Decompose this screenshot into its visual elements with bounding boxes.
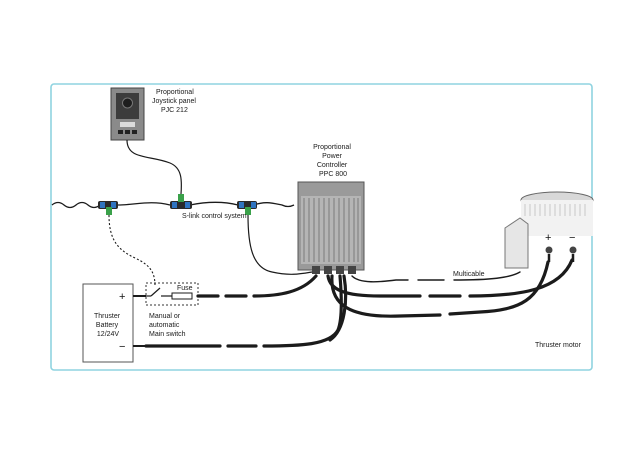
controller-label-line-1: Proportional	[313, 144, 351, 151]
battery-label: Thruster Battery 12/24V	[94, 313, 122, 338]
battery-label-line-3: 12/24V	[97, 331, 120, 338]
motor-plus-sign: +	[545, 232, 551, 244]
power-controller	[297, 181, 365, 274]
controller-label: Proportional Power Controller PPC 800	[313, 144, 353, 178]
joystick-knob-icon	[122, 97, 133, 109]
switch-label-line-3: Main switch	[149, 331, 186, 338]
motor-positive-terminal	[545, 246, 553, 254]
controller-label-line-2: Power	[322, 153, 343, 160]
motor-negative-terminal	[569, 246, 577, 254]
switch-control-dotted-line	[108, 214, 156, 287]
multicable-label: Multicable	[453, 271, 485, 278]
fuse-icon	[171, 292, 193, 300]
power-cables	[144, 258, 574, 348]
main-switch-symbol-icon	[146, 287, 168, 297]
tee-connector-left	[98, 201, 118, 215]
battery-label-line-2: Battery	[96, 322, 119, 329]
thruster-motor-label: Thruster motor	[535, 342, 582, 349]
switch-fuse-box	[145, 282, 199, 306]
joystick-label: Proportional Joystick panel PJC 212	[152, 89, 198, 114]
tee-connector-right	[237, 201, 257, 215]
controller-label-line-3: Controller	[317, 162, 348, 169]
joystick-panel	[110, 87, 145, 141]
thruster-motor	[504, 191, 594, 269]
joystick-label-line-1: Proportional	[156, 89, 194, 96]
battery-plus-sign: +	[119, 291, 125, 303]
joystick-label-line-2: Joystick panel	[152, 98, 196, 105]
switch-label-line-1: Manual or	[149, 313, 181, 320]
tee-connector-middle	[170, 194, 192, 209]
slink-backbone-cable	[51, 201, 295, 209]
watermark	[160, 345, 186, 380]
battery-minus-sign: −	[119, 341, 125, 353]
slink-label: S-link control system	[182, 213, 247, 220]
battery-label-line-1: Thruster	[94, 313, 121, 320]
joystick-cable	[126, 139, 182, 195]
controller-label-line-4: PPC 800	[319, 171, 347, 178]
motor-minus-sign: −	[569, 232, 575, 244]
controller-slink-cable	[247, 214, 313, 275]
thruster-battery	[82, 283, 134, 363]
switch-label-line-2: automatic	[149, 322, 180, 329]
fuse-label: Fuse	[177, 285, 193, 292]
switch-label: Manual or automatic Main switch	[149, 313, 186, 338]
joystick-label-line-3: PJC 212	[161, 107, 188, 114]
